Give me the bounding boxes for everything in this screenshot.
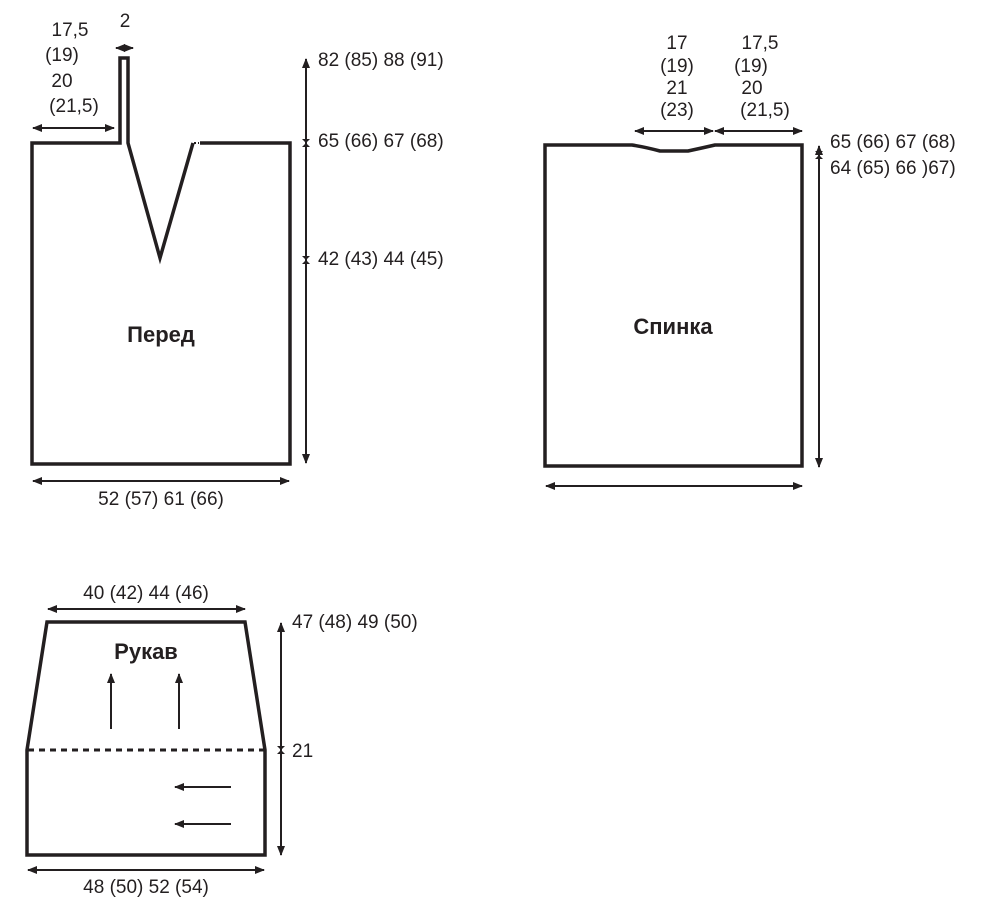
sleeve-top-width-label: 40 (42) 44 (46): [83, 583, 209, 604]
front-height-neck-label: 42 (43) 44 (45): [318, 249, 444, 270]
back-neck-label-1: 17: [666, 33, 687, 54]
sleeve-cuff-tick: [277, 746, 285, 754]
sleeve-outline: [25, 620, 267, 857]
back-outline: [543, 143, 804, 468]
back-neck-label-2: (19): [660, 56, 694, 77]
front-shoulder-label-4: (21,5): [49, 96, 99, 117]
back-shoulder-tick: [815, 151, 823, 159]
front-piece: Перед 17,5 (19) 20 (21,5) 2 82 (85) 88 (…: [30, 11, 444, 510]
front-width-label: 52 (57) 61 (66): [98, 489, 224, 510]
back-shoulder-label-3: 20: [741, 78, 762, 99]
sleeve-piece: Рукав 40 (42) 44 (46) 47 (48) 49 (50) 21…: [25, 583, 418, 898]
front-band-label: 2: [120, 11, 131, 32]
sleeve-height-cuff-label: 21: [292, 741, 313, 762]
front-height-shoulder-label: 65 (66) 67 (68): [318, 131, 444, 152]
front-shoulder-tick: [302, 139, 310, 147]
back-neck-label-3: 21: [666, 78, 687, 99]
back-height-shoulder-label: 64 (65) 66 )67): [830, 158, 956, 179]
back-shoulder-label-2: (19): [734, 56, 768, 77]
back-height-top-label: 65 (66) 67 (68): [830, 132, 956, 153]
back-shoulder-label-4: (21,5): [740, 100, 790, 121]
front-outline: [30, 56, 292, 466]
front-shoulder-label-3: 20: [51, 71, 72, 92]
back-piece: Спинка 17 (19) 21 (23) 17,5 (19) 20 (21,…: [543, 33, 956, 490]
front-shoulder-label-2: (19): [45, 45, 79, 66]
sleeve-height-total-label: 47 (48) 49 (50): [292, 612, 418, 633]
front-shoulder-label-1: 17,5: [52, 20, 89, 41]
front-height-total-label: 82 (85) 88 (91): [318, 50, 444, 71]
sleeve-bottom-width-label: 48 (50) 52 (54): [83, 877, 209, 898]
front-neck-tick: [302, 256, 310, 264]
sleeve-title: Рукав: [114, 639, 178, 664]
back-shoulder-label-1: 17,5: [742, 33, 779, 54]
front-title: Перед: [127, 322, 195, 347]
back-title: Спинка: [633, 314, 713, 339]
back-neck-label-4: (23): [660, 100, 694, 121]
